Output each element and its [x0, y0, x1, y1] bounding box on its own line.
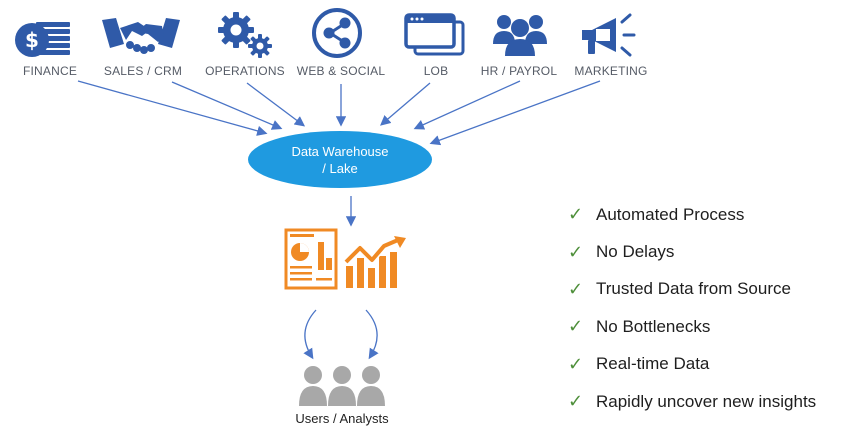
check-icon: ✓: [568, 353, 584, 375]
arrow-finance: [77, 80, 268, 136]
benefit-text: Trusted Data from Source: [596, 279, 791, 299]
windows-icon: [404, 13, 465, 56]
benefit-text: No Delays: [596, 242, 675, 262]
megaphone-icon: [582, 13, 636, 57]
cycle-arrow-left: [303, 309, 317, 360]
svg-text:$: $: [25, 28, 39, 52]
source-label-web-social: WEB & SOCIAL: [296, 64, 386, 78]
source-label-marketing: MARKETING: [574, 64, 648, 78]
source-label-hr-payrol: HR / PAYROL: [480, 64, 558, 78]
benefit-text: No Bottlenecks: [596, 316, 711, 336]
benefits-list: ✓ Automated Process ✓ No Delays ✓ Trusted D…: [568, 196, 816, 420]
warehouse-title-line1: Data Warehouse: [291, 143, 389, 159]
arrow-operations: [246, 82, 306, 127]
list-item: ✓ Automated Process: [568, 196, 816, 233]
source-label-sales-crm: SALES / CRM: [103, 64, 183, 78]
arrow-lob: [380, 82, 431, 126]
data-warehouse-node: Data Warehouse / Lake: [248, 131, 432, 188]
list-item: ✓ No Delays: [568, 233, 816, 270]
source-label-operations: OPERATIONS: [205, 64, 285, 78]
check-icon: ✓: [568, 204, 584, 226]
benefit-text: Rapidly uncover new insights: [596, 391, 817, 411]
list-item: ✓ Real-time Data: [568, 346, 816, 383]
users-group-icon: [299, 366, 385, 406]
arrow-sales: [171, 81, 283, 130]
check-icon: ✓: [568, 391, 584, 413]
arrow-marketing: [429, 80, 601, 146]
cycle-arrow-right: [365, 309, 379, 360]
share-icon: [312, 8, 362, 58]
users-analysts-label: Users / Analysts: [295, 411, 389, 426]
trend-chart-icon: [344, 236, 406, 288]
finance-icon: $: [15, 22, 70, 57]
handshake-icon: [102, 18, 180, 54]
benefit-text: Automated Process: [596, 204, 745, 224]
check-icon: ✓: [568, 316, 584, 338]
warehouse-title-line2: / Lake: [322, 160, 358, 176]
people-icon: [493, 15, 547, 56]
report-icon: [284, 228, 338, 290]
list-item: ✓ Rapidly uncover new insights: [568, 383, 816, 420]
source-label-lob: LOB: [423, 64, 449, 78]
list-item: ✓ Trusted Data from Source: [568, 271, 816, 308]
list-item: ✓ No Bottlenecks: [568, 308, 816, 345]
check-icon: ✓: [568, 241, 584, 263]
source-label-finance: FINANCE: [22, 64, 78, 78]
check-icon: ✓: [568, 278, 584, 300]
arrow-hr: [413, 80, 521, 130]
benefit-text: Real-time Data: [596, 354, 710, 374]
gears-icon: [218, 12, 272, 58]
